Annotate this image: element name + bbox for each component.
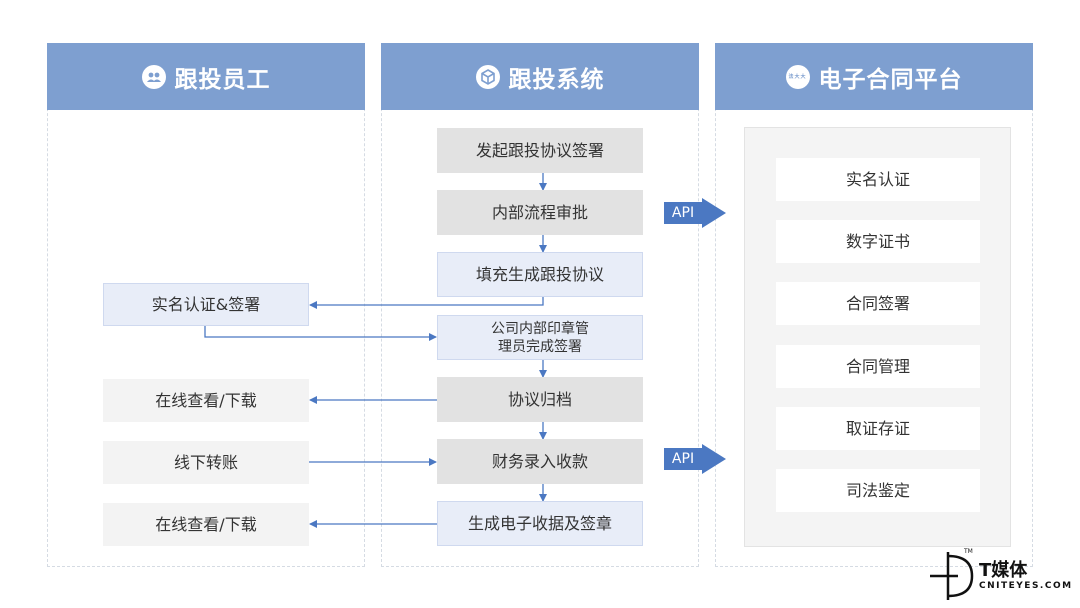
system-step-finance: 财务录入收款 (437, 439, 643, 484)
cube-icon (475, 64, 500, 89)
employee-step-view-2: 在线查看/下载 (103, 503, 309, 546)
lane-employee: 跟投员工 (47, 43, 365, 567)
system-step-archive: 协议归档 (437, 377, 643, 422)
platform-service-realname: 实名认证 (776, 158, 980, 201)
people-icon (141, 64, 166, 89)
flow-to-company-seal (204, 326, 437, 341)
lane-system-title: 跟投系统 (508, 66, 605, 93)
employee-step-view-1: 在线查看/下载 (103, 379, 309, 422)
watermark-tm: TM (964, 548, 973, 555)
api-label-1: API (664, 202, 702, 224)
system-step-initiate: 发起跟投协议签署 (437, 128, 643, 173)
flow-to-employee-sign (309, 297, 544, 309)
system-step-receipt: 生成电子收据及签章 (437, 501, 643, 546)
watermark-mark-icon (930, 552, 974, 600)
api-arrow-2: API (664, 444, 726, 474)
lane-employee-title: 跟投员工 (174, 66, 271, 93)
system-step-approval: 内部流程审批 (437, 190, 643, 235)
api-arrow-1: API (664, 198, 726, 228)
lane-employee-header: 跟投员工 (47, 43, 365, 110)
watermark-name: T媒体 (979, 560, 1028, 581)
esign-logo-icon: 法大大 (785, 64, 810, 89)
employee-step-transfer: 线下转账 (103, 441, 309, 484)
lane-platform: 法大大 电子合同平台 (715, 43, 1033, 567)
system-step-company-seal: 公司内部印章管 理员完成签署 (437, 315, 643, 360)
system-step-generate: 填充生成跟投协议 (437, 252, 643, 297)
lane-platform-header: 法大大 电子合同平台 (715, 43, 1033, 110)
api-label-2: API (664, 448, 702, 470)
lane-platform-title: 电子合同平台 (818, 66, 963, 93)
platform-service-certificate: 数字证书 (776, 220, 980, 263)
platform-service-signing: 合同签署 (776, 282, 980, 325)
platform-service-judicial: 司法鉴定 (776, 469, 980, 512)
watermark-logo: TM T媒体 CNITEYES.COM (928, 548, 1078, 604)
lane-system-header: 跟投系统 (381, 43, 699, 110)
platform-service-evidence: 取证存证 (776, 407, 980, 450)
employee-step-sign: 实名认证&签署 (103, 283, 309, 326)
platform-service-management: 合同管理 (776, 345, 980, 388)
watermark-site: CNITEYES.COM (979, 581, 1073, 591)
